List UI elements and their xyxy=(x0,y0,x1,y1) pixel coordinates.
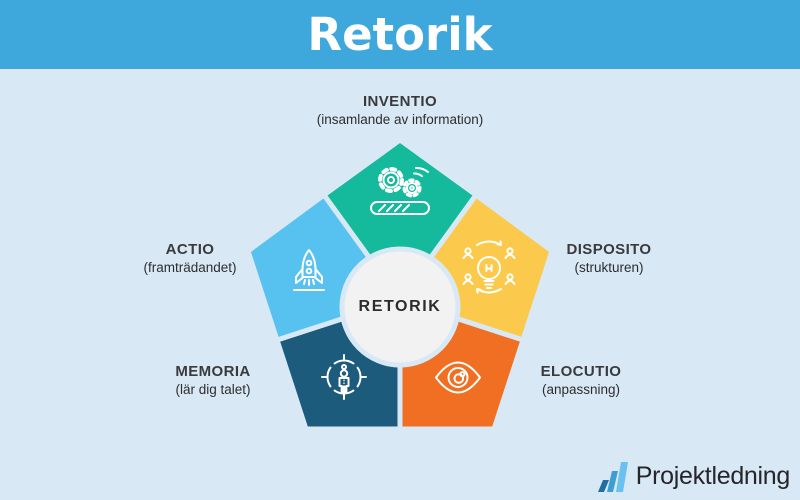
segment-subtitle: (framträdandet) xyxy=(143,260,237,275)
segment-title: ACTIO xyxy=(165,241,215,258)
eye-icon xyxy=(435,361,481,394)
logo-text: Projektledning xyxy=(635,461,791,490)
segment-title: INVENTIO xyxy=(362,93,438,110)
center-circle-label: RETORIK xyxy=(358,298,442,315)
label-elocutio: ELOCUTIO (anpassning) xyxy=(541,363,622,397)
center-circle xyxy=(339,246,461,368)
projektledning-logo: Projektledning xyxy=(595,459,790,493)
person-target-icon xyxy=(321,354,367,400)
segment-title: DISPOSITO xyxy=(566,241,652,258)
segment-title: ELOCUTIO xyxy=(540,363,622,380)
label-disposito: DISPOSITO (strukturen) xyxy=(566,241,651,275)
page-title: Retorik xyxy=(307,8,493,61)
rocket-icon xyxy=(293,249,325,291)
segment-subtitle: (strukturen) xyxy=(574,260,644,275)
segment-subtitle: (insamlande av information) xyxy=(316,112,484,127)
header-banner: Retorik xyxy=(0,0,800,69)
label-actio: ACTIO (framträdandet) xyxy=(143,241,236,275)
segment-subtitle: (lär dig talet) xyxy=(175,382,251,397)
segment-subtitle: (anpassning) xyxy=(541,382,621,397)
gears-progress-icon xyxy=(370,167,430,215)
segment-title: MEMORIA xyxy=(175,363,251,380)
label-memoria: MEMORIA (lär dig talet) xyxy=(175,363,250,397)
idea-collaboration-icon xyxy=(462,240,516,294)
label-inventio: INVENTIO (insamlande av information) xyxy=(317,93,484,127)
projektledning-logo-icon xyxy=(597,462,628,492)
